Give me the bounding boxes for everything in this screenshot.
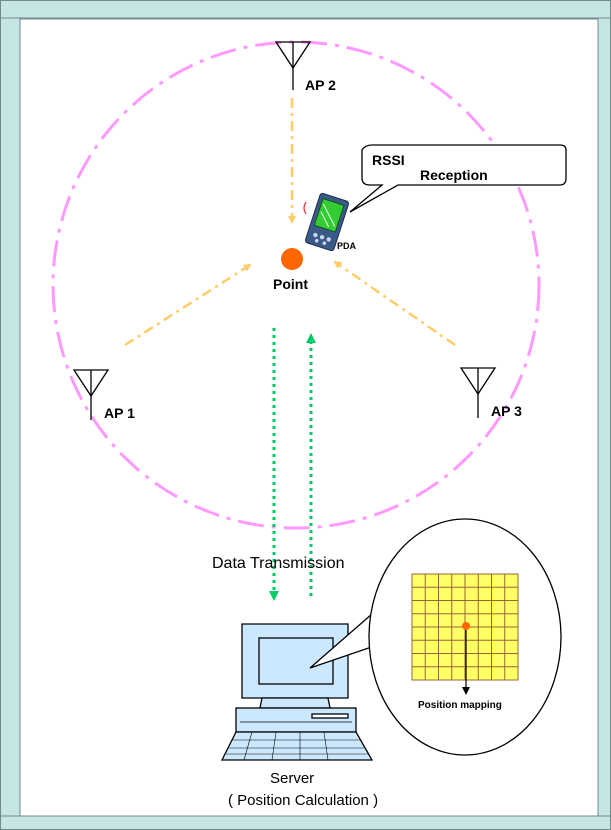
pda-icon — [304, 192, 350, 252]
transmission-label: Data Transmission — [212, 555, 345, 572]
point-label: Point — [273, 276, 308, 292]
rssi-callout — [349, 144, 567, 213]
ap3-label: AP 3 — [491, 403, 522, 419]
antenna-icon-ap2 — [274, 41, 312, 90]
point-marker — [281, 248, 303, 270]
grid-point-marker — [462, 622, 470, 630]
grid-callout-label: Position mapping — [418, 700, 502, 711]
antenna-icon-ap3 — [459, 367, 497, 418]
ap2-label: AP 2 — [305, 77, 336, 93]
antenna-icon-ap1 — [72, 369, 110, 420]
callout-line2: Reception — [420, 167, 488, 183]
coverage-circle — [51, 40, 541, 530]
signal-arrow-ap1 — [124, 263, 252, 347]
ap1-label: AP 1 — [104, 405, 135, 421]
server-sublabel: ( Position Calculation ) — [228, 792, 378, 809]
pda-label: PDA — [337, 241, 357, 251]
callout-line1: RSSI — [372, 152, 405, 168]
signal-wave-icon — [303, 201, 307, 215]
server-label: Server — [270, 770, 314, 787]
server-computer-icon — [220, 623, 374, 761]
signal-arrow-ap3 — [333, 260, 456, 347]
